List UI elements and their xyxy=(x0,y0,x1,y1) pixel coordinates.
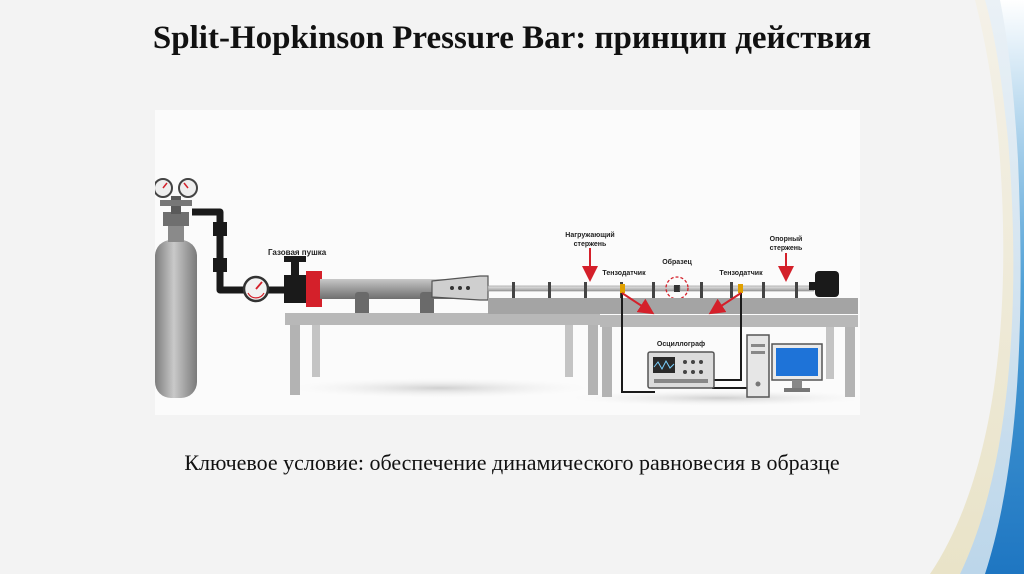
label-oscilloscope: Осциллограф xyxy=(657,341,705,348)
end-stop xyxy=(809,271,839,297)
label-strain-gauge-left: Тензодатчик xyxy=(602,270,646,277)
table-shadow xyxy=(290,378,590,398)
computer-icon xyxy=(746,334,823,398)
arrow-gauge-right xyxy=(708,292,742,315)
strain-gauge-left xyxy=(620,284,625,293)
label-gas-gun: Газовая пушка xyxy=(268,248,327,257)
table-right xyxy=(488,298,858,397)
strain-gauge-right xyxy=(738,284,743,293)
incident-bar xyxy=(487,285,675,292)
signal-wire xyxy=(621,293,655,393)
table-shadow xyxy=(570,390,870,406)
table-left xyxy=(285,313,600,395)
slide-caption: Ключевое условие: обеспечение динамическ… xyxy=(184,450,840,475)
shpb-diagram: Газовая пушка Нагружающий стержень Тензо… xyxy=(153,110,870,415)
signal-wire xyxy=(712,293,742,381)
label-strain-gauge-right: Тензодатчик xyxy=(719,270,763,277)
valve-icon xyxy=(284,256,306,303)
gas-cylinder-icon xyxy=(153,178,198,398)
label-transmitted-bar-line1: Опорный xyxy=(770,235,803,243)
specimen xyxy=(674,285,680,292)
pressure-gauge-icon xyxy=(242,275,270,303)
label-transmitted-bar-line2: стержень xyxy=(770,245,803,252)
label-specimen: Образец xyxy=(662,258,692,266)
oscilloscope-icon xyxy=(647,351,715,389)
slide-title: Split-Hopkinson Pressure Bar: принцип де… xyxy=(152,20,872,56)
arrow-gauge-left xyxy=(621,292,655,315)
gas-gun xyxy=(306,271,489,316)
shpb-diagram-svg: Газовая пушка Нагружающий стержень Тензо… xyxy=(153,178,870,406)
label-incident-bar-line1: Нагружающий xyxy=(565,231,614,239)
label-incident-bar-line2: стержень xyxy=(574,241,607,248)
